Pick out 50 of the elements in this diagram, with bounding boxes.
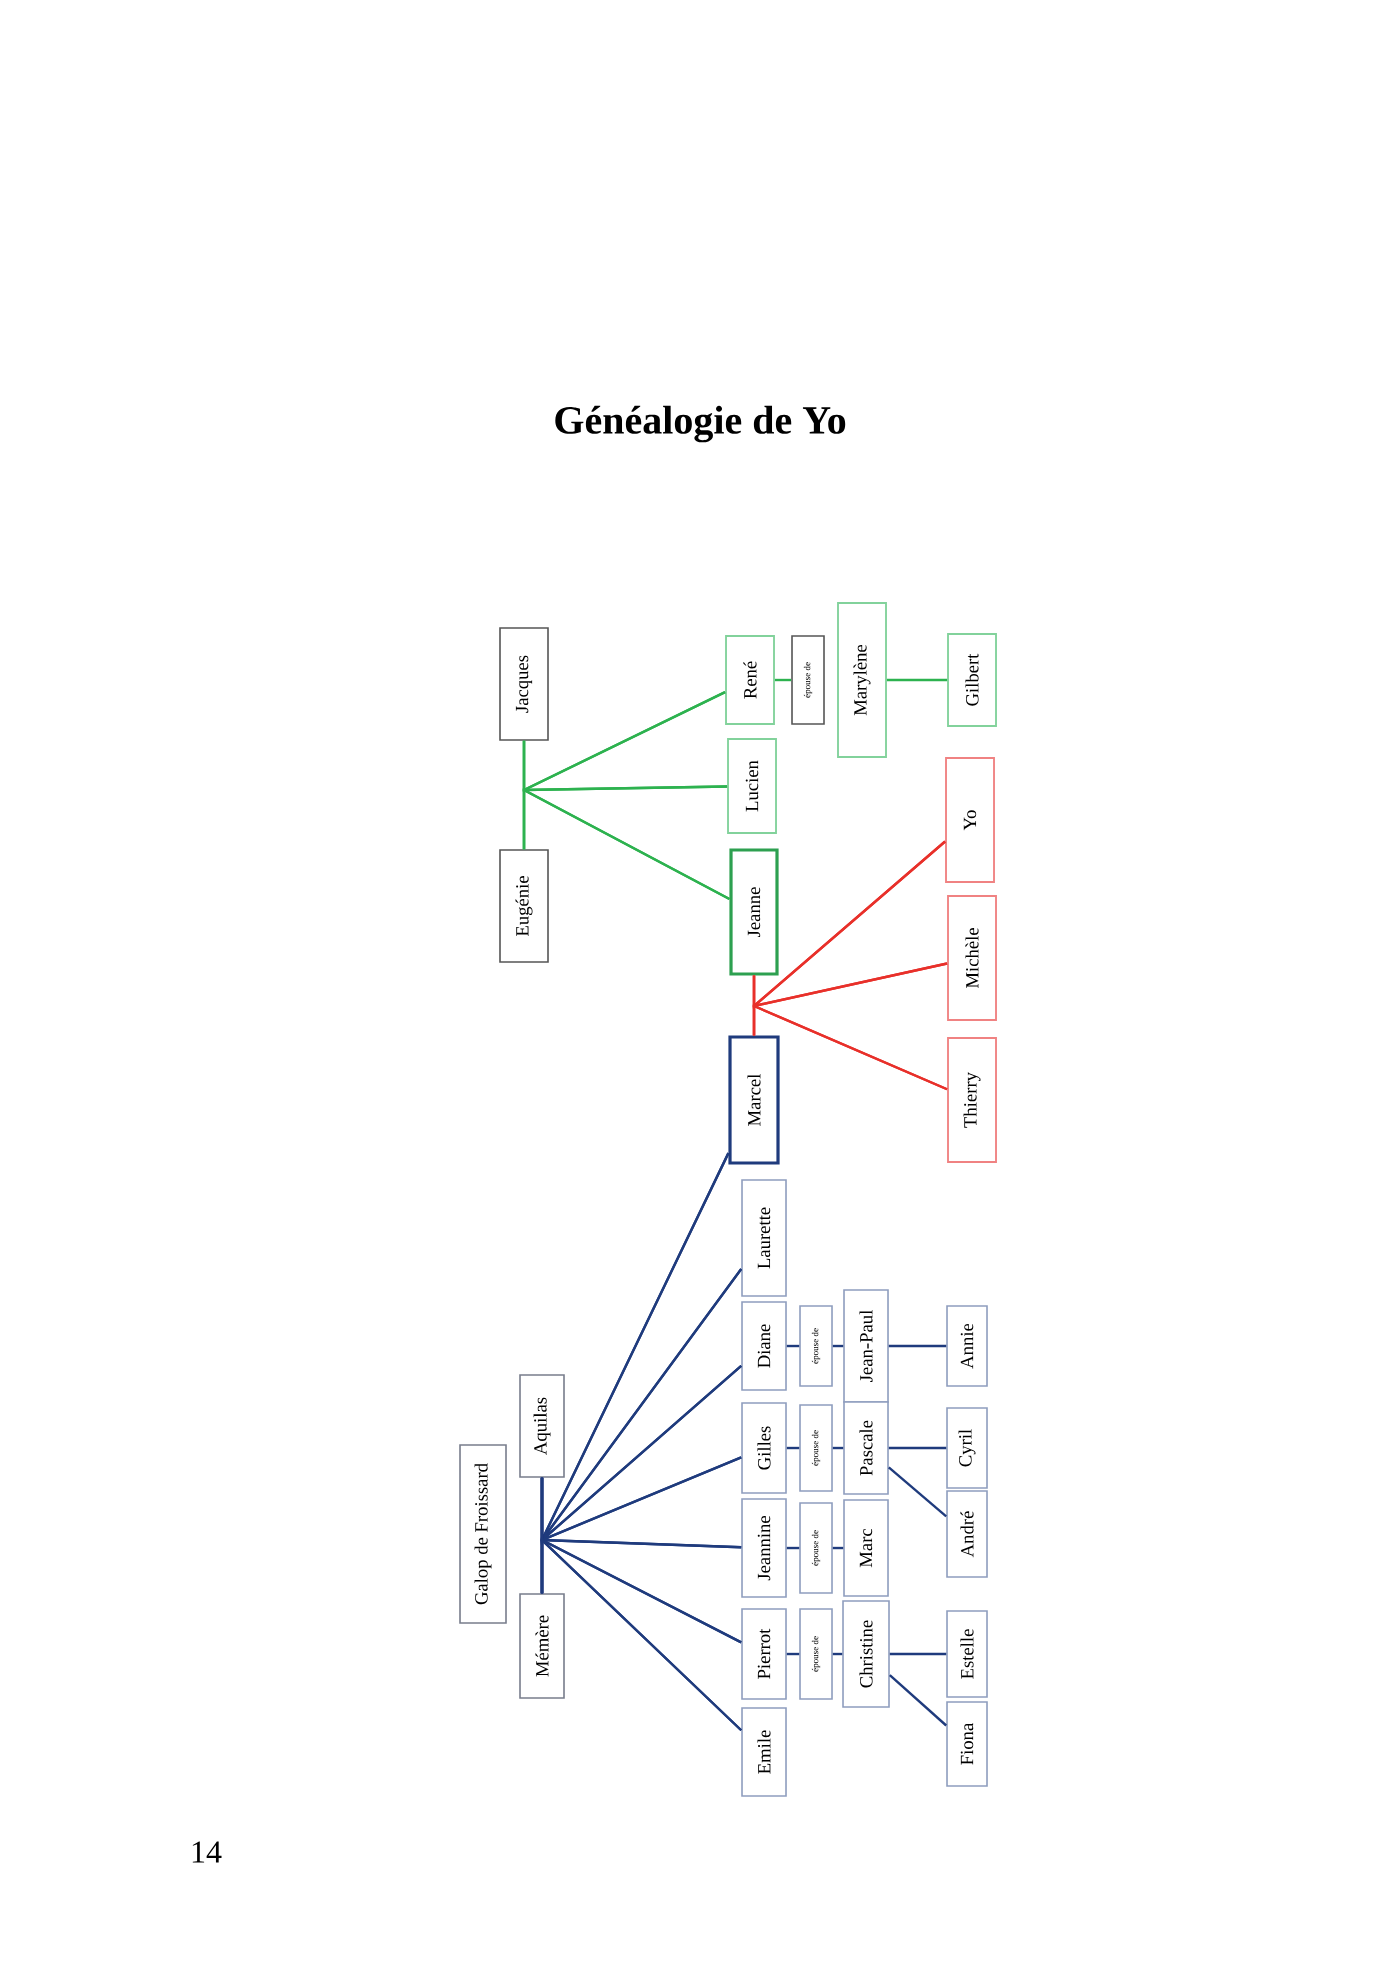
connector-line xyxy=(889,1674,947,1727)
name-box: Jean-Paul xyxy=(843,1289,889,1403)
name-box: Emile xyxy=(741,1707,787,1797)
name-box: Marcel xyxy=(728,1035,780,1165)
connector-line xyxy=(786,1344,800,1348)
name-box: Jeanne xyxy=(729,848,779,976)
page-number: 14 xyxy=(192,1841,222,1863)
connector-line xyxy=(540,1538,742,1644)
name-box: Marylène xyxy=(837,602,887,758)
name-box: Jacques xyxy=(499,627,549,741)
name-box: Annie xyxy=(946,1305,988,1387)
connector-line xyxy=(888,1466,947,1518)
name-box: Diane xyxy=(741,1301,787,1391)
name-box: Thierry xyxy=(947,1037,997,1163)
connector-line xyxy=(786,1652,800,1656)
name-box: Gilbert xyxy=(947,633,997,727)
connector-line xyxy=(540,1537,743,1732)
name-box: Laurette xyxy=(741,1179,787,1297)
connector-line xyxy=(786,1446,800,1450)
name-box: Estelle xyxy=(946,1610,988,1698)
connector-line xyxy=(522,788,730,901)
name-box: Eugénie xyxy=(499,849,549,963)
name-box: Pierrot xyxy=(741,1608,787,1700)
name-box: René xyxy=(725,635,775,725)
connector-line xyxy=(832,1446,844,1450)
name-box: Lucien xyxy=(727,738,777,834)
connector-line xyxy=(888,1344,947,1348)
name-box: Mémère xyxy=(519,1593,565,1699)
name-box: Christine xyxy=(842,1600,890,1708)
title: Généalogie de Yo xyxy=(555,405,846,443)
connector-line xyxy=(786,1546,800,1550)
name-box: Michèle xyxy=(947,895,997,1021)
name-box: Gilles xyxy=(741,1402,787,1494)
name-box: Fiona xyxy=(946,1701,988,1787)
connector-line xyxy=(832,1652,843,1656)
connector-line xyxy=(889,1652,947,1656)
name-box: Yo xyxy=(945,757,995,883)
connector-line xyxy=(888,1446,947,1450)
connector-line xyxy=(752,1004,948,1091)
name-box: Aquilas xyxy=(519,1374,565,1478)
name-box: Galop de Froissard xyxy=(459,1444,507,1624)
connector-line xyxy=(774,678,792,682)
name-box: Marc xyxy=(843,1499,889,1597)
connector-line xyxy=(832,1546,844,1550)
name-box: Pascale xyxy=(843,1401,889,1495)
name-box: Jeannine xyxy=(741,1498,787,1598)
connector-line xyxy=(886,678,948,682)
name-box: Cyril xyxy=(946,1407,988,1489)
connector-line xyxy=(832,1344,844,1348)
name-box: André xyxy=(946,1490,988,1578)
